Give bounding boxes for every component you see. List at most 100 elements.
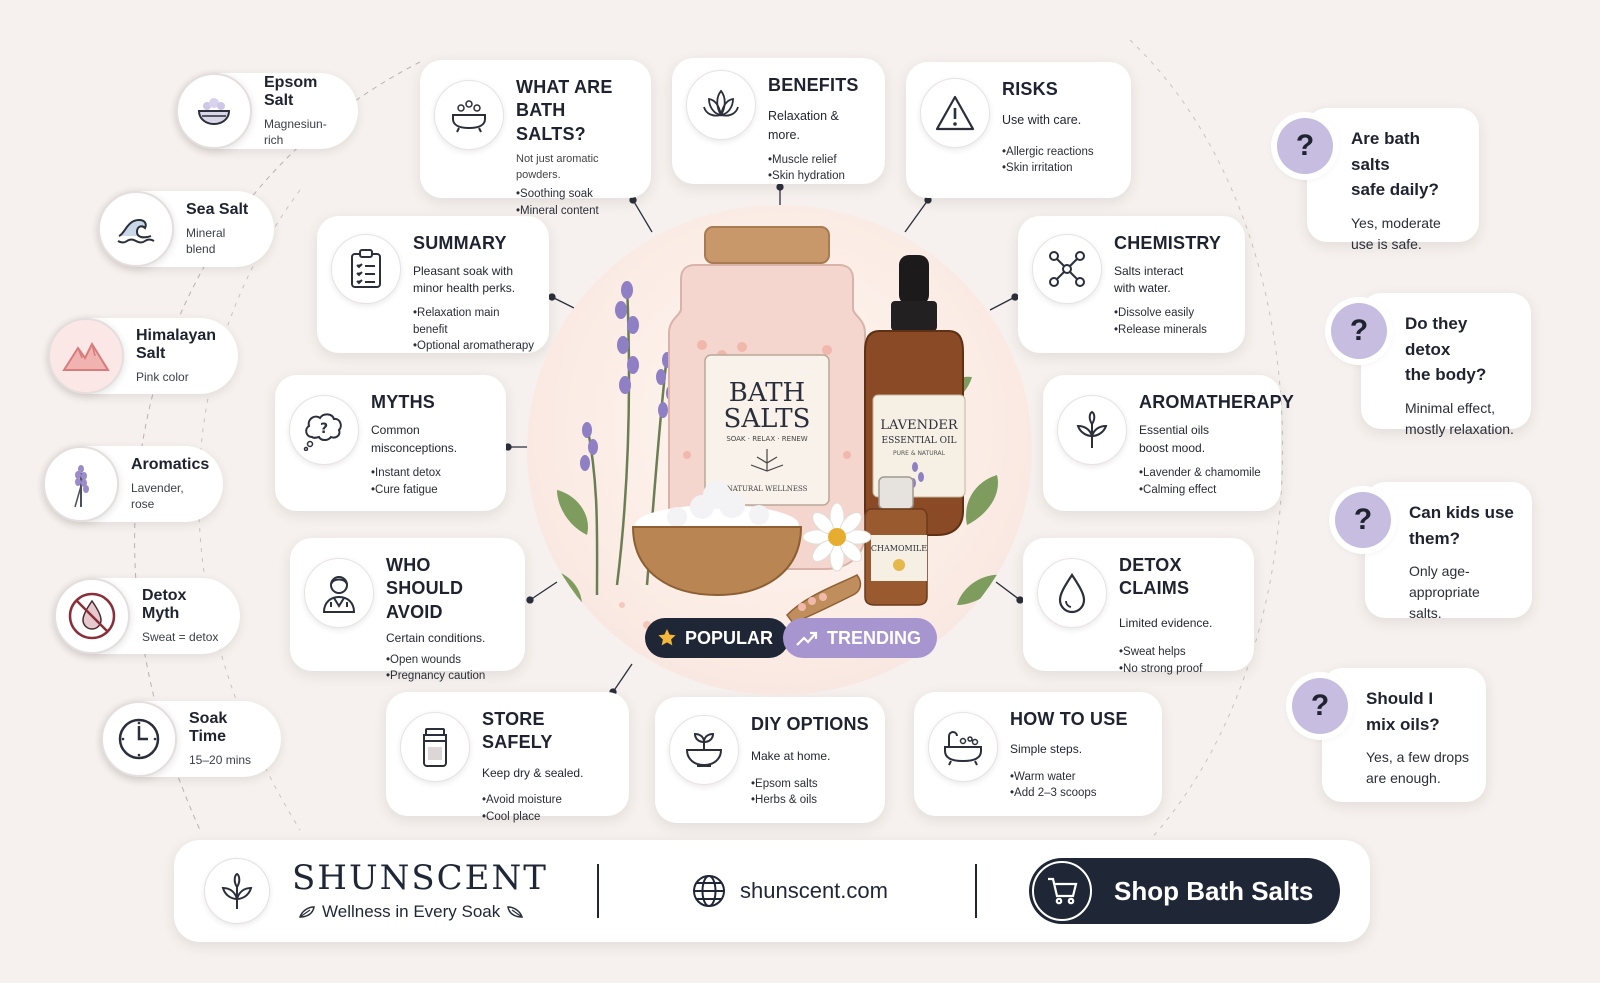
jar-tagline: SOAK · RELAX · RENEW: [726, 435, 807, 443]
question-mark-icon: ?: [1335, 492, 1391, 548]
salt-type-aromatics: Aromatics Lavender, rose: [43, 446, 223, 522]
salt-type-title: Detox Myth: [142, 586, 187, 622]
jar-footer: NATURAL WELLNESS: [727, 485, 808, 493]
hero-illustration: BATH SALTS SOAK · RELAX · RENEW NATURAL …: [527, 205, 1032, 695]
card-benefits: BENEFITS Relaxation & more. Muscle relie…: [672, 58, 885, 184]
salt-type-title: Himalayan Salt: [136, 326, 217, 362]
salt-type-subtitle: 15–20 mins: [189, 752, 252, 767]
card-bullet: Warm water: [1010, 769, 1148, 786]
star-icon: [657, 628, 677, 648]
card-bullet: Avoid moisture: [482, 792, 615, 809]
card-bullet: Cool place: [482, 809, 615, 826]
thought-question-icon: ?: [289, 395, 359, 465]
card-bullet: Cure fatigue: [371, 482, 492, 499]
card-diy-options: DIY OPTIONS Make at home. Epsom salts He…: [655, 697, 885, 823]
card-title: RISKS: [1002, 79, 1059, 99]
faq-answer: Only age-appropriate salts.: [1409, 563, 1480, 621]
card-title: STORE SAFELY: [482, 709, 553, 753]
card-bullet: Lavender & chamomile: [1139, 465, 1267, 482]
card-bullet: Skin irritation: [1002, 160, 1117, 177]
jar-title: SALTS: [724, 404, 811, 434]
card-description: Certain conditions.: [386, 631, 486, 646]
card-title: HOW TO USE: [1010, 709, 1128, 729]
card-description: Simple steps.: [1010, 742, 1083, 757]
hero-badges: POPULAR TRENDING: [645, 618, 938, 658]
leaf-sprout-icon: [1057, 395, 1127, 465]
salt-type-soak-time: Soak Time 15–20 mins: [101, 701, 281, 777]
lotus-icon: [686, 70, 756, 140]
salt-type-title: Sea Salt: [186, 200, 249, 218]
salt-type-sea: Sea Salt Mineral blend: [98, 191, 274, 267]
card-title: AVOID: [386, 601, 443, 622]
trending-label: TRENDING: [827, 627, 922, 648]
leaf-icon: [298, 905, 316, 919]
card-description: Use with care.: [1002, 113, 1082, 128]
shop-bath-salts-button[interactable]: Shop Bath Salts: [1029, 858, 1340, 924]
bottle-subtitle: PURE & NATURAL: [893, 450, 946, 457]
card-bullet: Herbs & oils: [751, 792, 871, 809]
bottle-title: ESSENTIAL OIL: [882, 436, 957, 446]
brand-tagline-row: Wellness in Every Soak: [292, 902, 530, 922]
card-title: AROMATHERAPY: [1139, 392, 1295, 412]
clock-icon: [101, 701, 177, 777]
card-bullet: Optional aromatherapy: [413, 338, 535, 355]
card-how-to-use: HOW TO USE Simple steps. Warm water Add …: [914, 692, 1162, 816]
salt-bowl-icon: [176, 73, 252, 149]
brand-tagline: Wellness in Every Soak: [322, 902, 501, 921]
card-bullet: Add 2–3 scoops: [1010, 785, 1148, 802]
card-bullet: Dissolve easily: [1114, 305, 1231, 322]
card-title: BATH SALTS?: [516, 100, 586, 144]
card-store-safely: STORE SAFELY Keep dry & sealed. Avoid mo…: [386, 692, 629, 823]
divider: [597, 864, 599, 918]
card-bullet: Muscle relief: [768, 152, 871, 169]
lavender-icon: [43, 446, 119, 522]
clipboard-checklist-icon: [331, 234, 401, 304]
shop-button-label: Shop Bath Salts: [1114, 875, 1314, 906]
bathtub-bubbles-icon: [434, 80, 504, 150]
salt-type-subtitle: Sweat = detox: [142, 629, 219, 644]
popular-badge: POPULAR: [645, 618, 790, 658]
card-what-are-bath-salts: WHAT ARE BATH SALTS? Not just aromatic p…: [420, 60, 651, 217]
wave-icon: [98, 191, 174, 267]
salt-type-himalayan: Himalayan Salt Pink color: [48, 318, 238, 394]
card-title: CHEMISTRY: [1114, 233, 1222, 253]
globe-icon: [692, 874, 726, 908]
shopping-cart-icon: [1032, 861, 1092, 921]
card-title: DETOX CLAIMS: [1119, 555, 1190, 599]
footer-bar: SHUNSCENT Wellness in Every Soak shunsce…: [174, 840, 1370, 942]
card-risks: RISKS Use with care. Allergic reactions …: [906, 62, 1131, 198]
card-title: MYTHS: [371, 392, 435, 412]
card-bullet: Open wounds: [386, 652, 511, 669]
bathtub-icon: [928, 712, 998, 782]
card-title: DIY OPTIONS: [751, 714, 869, 734]
card-detox-claims: DETOX CLAIMS Limited evidence. Sweat hel…: [1023, 538, 1254, 675]
card-bullet: Skin hydration: [768, 168, 871, 185]
card-title: WHO SHOULD: [386, 555, 464, 599]
no-drop-icon: [54, 578, 130, 654]
salt-type-title: Aromatics: [131, 455, 210, 473]
salt-type-title: Epsom Salt: [264, 73, 318, 109]
divider: [975, 864, 977, 918]
small-bottle-label: CHAMOMILE: [871, 544, 927, 553]
salt-type-subtitle: Mineral blend: [186, 225, 226, 256]
card-description: Make at home.: [751, 749, 831, 764]
website-link[interactable]: shunscent.com: [692, 874, 888, 908]
trend-up-icon: [795, 629, 819, 647]
card-description: Limited evidence.: [1119, 615, 1213, 630]
card-who-should-avoid: WHO SHOULD AVOID Certain conditions. Ope…: [290, 538, 525, 682]
card-bullet: Epsom salts: [751, 776, 871, 793]
